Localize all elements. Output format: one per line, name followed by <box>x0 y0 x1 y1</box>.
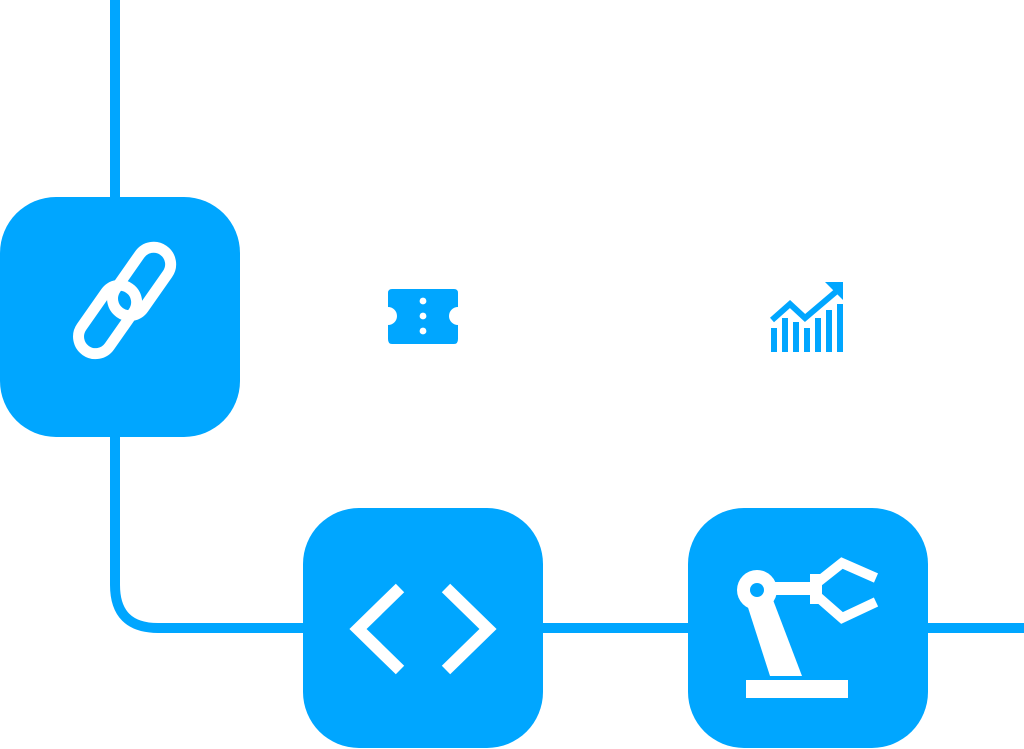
ticket-node <box>388 289 458 344</box>
robot-node <box>688 508 928 748</box>
link-icon <box>73 241 177 360</box>
connector-link-to-code <box>110 434 305 633</box>
robot-tile <box>688 508 928 748</box>
code-tile <box>303 508 543 748</box>
code-brackets-icon <box>349 583 497 675</box>
chart-node <box>770 282 843 352</box>
ticket-dots <box>419 297 427 335</box>
robotic-arm-icon <box>737 557 879 698</box>
connectors <box>110 0 1024 633</box>
bar-chart-trend-icon <box>770 282 843 352</box>
code-node <box>303 508 543 748</box>
link-node <box>0 197 240 437</box>
